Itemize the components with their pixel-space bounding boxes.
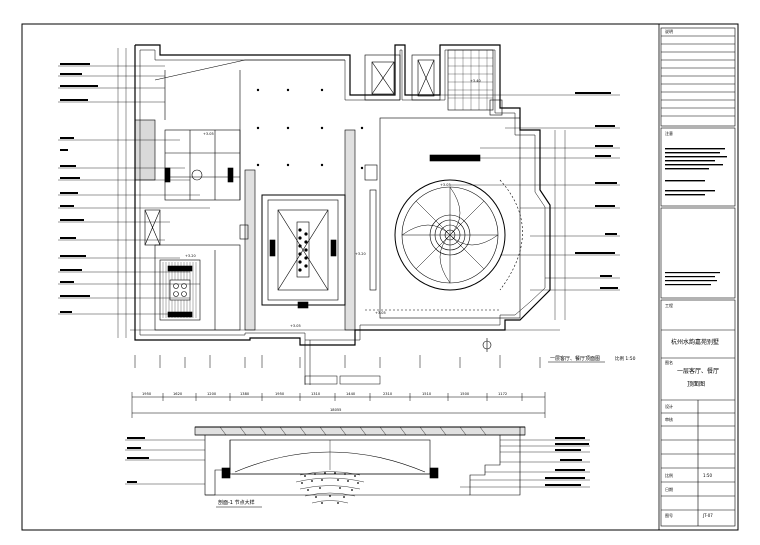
drawing-name-label: 图名 <box>665 360 673 365</box>
design-label: 设计 <box>665 404 673 409</box>
dimension-chain <box>131 392 546 418</box>
dim-label: 1500 <box>460 392 470 396</box>
chandelier <box>295 440 365 504</box>
sheet-border <box>21 23 739 531</box>
sheet-label: 图号 <box>665 513 673 518</box>
dim-label: 1510 <box>422 392 432 396</box>
scale-value: 1:50 <box>703 473 712 478</box>
dimension-labels: 1950 1620 1200 1380 1950 1310 1440 2310 … <box>142 392 507 412</box>
leader-text-right <box>575 92 618 289</box>
scale-label: 比例 <box>665 473 673 478</box>
section-caption: 剖面-1 节点大样 <box>218 499 255 506</box>
attention-heading: 注意 <box>665 131 673 136</box>
dim-label: 1172 <box>498 392 507 396</box>
level-mark: +3.05 <box>290 324 301 328</box>
leader-text-left <box>60 63 98 313</box>
dim-label: 1380 <box>240 392 250 396</box>
leader-lines-left <box>58 65 210 315</box>
dim-label: 2310 <box>383 392 393 396</box>
section-detail <box>194 426 526 496</box>
sheet-number: JT-07 <box>703 513 713 518</box>
dim-label: 1200 <box>207 392 217 396</box>
project-name: 杭州水韵嘉苑别墅 <box>671 339 720 346</box>
plan-scale: 比例 1:50 <box>615 355 636 362</box>
notes-heading: 说明 <box>665 29 673 34</box>
level-mark: +3.05 <box>203 132 214 136</box>
drawing-name-line-2: 顶面图 <box>687 381 706 388</box>
title-block: 说明 注意 工程 杭州水韵嘉苑别墅 图名 一层客厅、餐厅 顶面图 设计 审核 比… <box>661 27 735 527</box>
drawing-name-line-1: 一层客厅、餐厅 <box>677 368 720 375</box>
level-marks: +3.05 +3.20 +3.05 +3.20 +3.05 +3.40 +3.0… <box>185 79 481 328</box>
leader-lines-right <box>430 94 620 291</box>
title-block-grid <box>660 27 736 527</box>
dim-label: 1310 <box>311 392 321 396</box>
dim-label: 1950 <box>142 392 152 396</box>
level-mark: +3.40 <box>470 79 481 83</box>
date-label: 日期 <box>665 487 673 492</box>
plan-caption: 一层客厅、餐厅顶面图 <box>550 355 600 362</box>
level-mark: +3.20 <box>355 252 366 256</box>
level-mark: +3.20 <box>185 254 196 258</box>
level-mark: +3.05 <box>440 183 451 187</box>
dim-label: 1440 <box>346 392 356 396</box>
project-label: 工程 <box>665 303 673 308</box>
level-mark: +3.05 <box>375 311 386 315</box>
dim-label: 1620 <box>173 392 183 396</box>
check-label: 审核 <box>665 417 673 422</box>
ceiling-plan <box>134 44 551 352</box>
dim-label: 1950 <box>275 392 285 396</box>
dim-ticks <box>134 340 541 385</box>
dim-total: 18055 <box>330 408 341 412</box>
